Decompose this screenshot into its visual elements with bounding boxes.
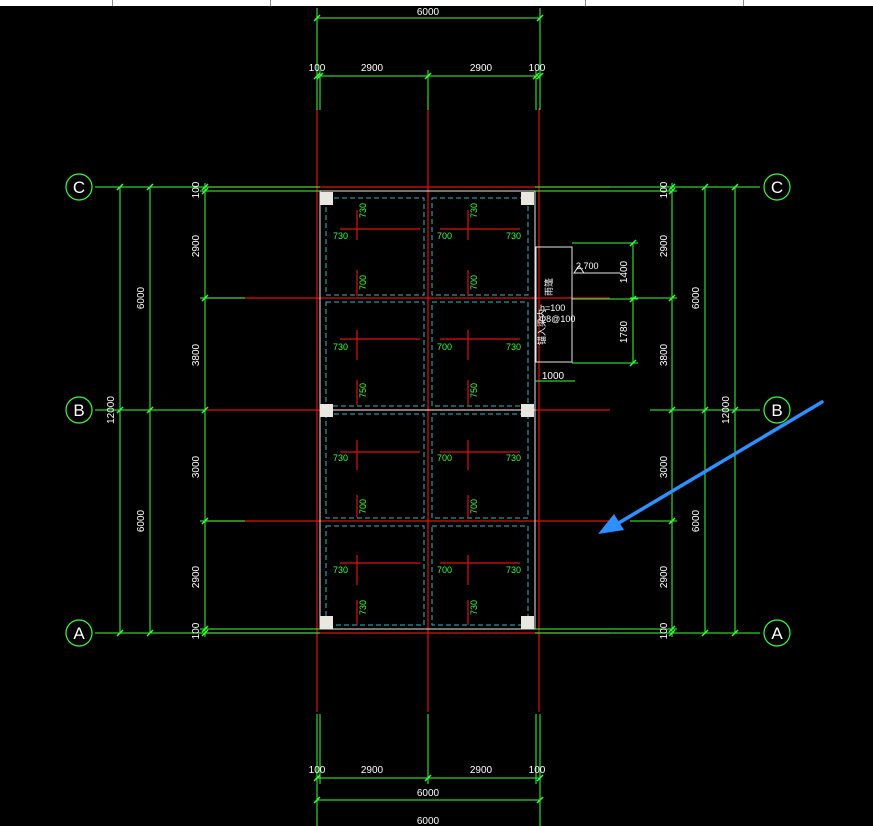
slab-label: 730 (506, 342, 521, 352)
axis-bubble-b-right (763, 396, 791, 424)
dim-left-seg: 100 (191, 622, 202, 639)
axis-label: A (73, 624, 85, 643)
dim-bottom-edge: 100 (309, 765, 326, 776)
dim-top-edge: 100 (309, 63, 326, 74)
dim-right-seg: 100 (659, 622, 670, 639)
note-line: Φ8@100 (539, 314, 575, 324)
axis-bubble-b-left (65, 396, 93, 424)
toolbar-separator (270, 0, 271, 6)
slab-label: 730 (358, 600, 368, 615)
axis-label: C (771, 178, 783, 197)
dim-right-half: 6000 (691, 509, 702, 532)
annotation-arrow-icon (598, 400, 824, 534)
slab-label: 730 (333, 231, 348, 241)
slab-panels (325, 197, 529, 626)
slab-label: 700 (358, 499, 368, 514)
axis-bubble-a-left (65, 619, 93, 647)
slab-label: 750 (358, 383, 368, 398)
note-line: h=100 (540, 303, 565, 313)
slab-label: 700 (437, 453, 452, 463)
axis-label: A (771, 624, 783, 643)
dim-right-seg: 100 (659, 181, 670, 198)
dim-canopy: 1400 (619, 260, 630, 283)
axis-bubble-c-left (65, 173, 93, 201)
cad-drawing-canvas[interactable]: 730 700 730 730 700 730 730 700 730 730 … (0, 6, 873, 826)
dim-bottom-edge: 100 (529, 765, 546, 776)
slab-label: 700 (469, 275, 479, 290)
dim-bottom-span: 2900 (470, 765, 493, 776)
dim-left-seg: 2900 (191, 234, 202, 257)
axis-bubble-c-right (763, 173, 791, 201)
dim-right-seg: 3800 (659, 343, 670, 366)
axis-bubbles: C C B B A A (65, 173, 791, 647)
dim-left-half: 6000 (136, 286, 147, 309)
axis-label: B (771, 401, 782, 420)
dim-canopy: 1780 (619, 320, 630, 343)
dim-top-span: 2900 (361, 63, 384, 74)
dim-left-seg: 100 (191, 181, 202, 198)
slab-label: 730 (506, 453, 521, 463)
rebar-ticks (340, 210, 520, 625)
dim-left-seg: 2900 (191, 565, 202, 588)
dim-left-seg: 3000 (191, 455, 202, 478)
slab-label: 730 (469, 600, 479, 615)
axis-label: B (73, 401, 84, 420)
slab-label: 700 (437, 565, 452, 575)
dim-right-half: 6000 (691, 286, 702, 309)
dim-bottom-total: 6000 (417, 816, 440, 826)
slab-label: 730 (333, 565, 348, 575)
columns (320, 192, 534, 629)
dim-left-total: 12000 (106, 396, 117, 424)
dimension-text: 6000 100 2900 2900 100 100 2900 2900 100… (106, 7, 732, 826)
slab-labels: 730 700 730 730 700 730 730 700 730 730 … (333, 203, 521, 615)
slab-label: 700 (437, 342, 452, 352)
dimension-ticks (116, 14, 739, 804)
dim-left-seg: 3800 (191, 343, 202, 366)
toolbar-strip (0, 0, 873, 6)
slab-label: 730 (506, 231, 521, 241)
slab-label: 730 (469, 203, 479, 218)
dim-bottom-total: 6000 (417, 788, 440, 799)
toolbar-separator (585, 0, 586, 6)
canopy-note: 2.700 雨篷 h=100 Φ8@100 锚入梁内 (535, 246, 620, 363)
dim-right-total: 12000 (721, 396, 732, 424)
axis-label: C (73, 178, 85, 197)
dim-top-total: 6000 (417, 7, 440, 18)
note-line: 雨篷 (543, 278, 554, 296)
elevation-text: 2.700 (576, 261, 599, 271)
slab-label: 730 (358, 203, 368, 218)
slab-label: 700 (437, 231, 452, 241)
toolbar-separator (112, 0, 113, 6)
dim-top-span: 2900 (470, 63, 493, 74)
slab-label: 730 (506, 565, 521, 575)
slab-label: 730 (333, 342, 348, 352)
slab-label: 700 (469, 499, 479, 514)
axis-bubble-a-right (763, 619, 791, 647)
dim-canopy-width: 1000 (542, 371, 565, 382)
dim-top-edge: 100 (529, 63, 546, 74)
dim-bottom-span: 2900 (361, 765, 384, 776)
dim-right-seg: 2900 (659, 234, 670, 257)
note-line: 锚入梁内 (536, 309, 547, 345)
slab-label: 700 (358, 275, 368, 290)
slab-label: 750 (469, 383, 479, 398)
slab-label: 730 (333, 453, 348, 463)
toolbar-separator (743, 0, 744, 6)
dim-right-seg: 2900 (659, 565, 670, 588)
dim-left-half: 6000 (136, 509, 147, 532)
dim-right-seg: 3000 (659, 455, 670, 478)
